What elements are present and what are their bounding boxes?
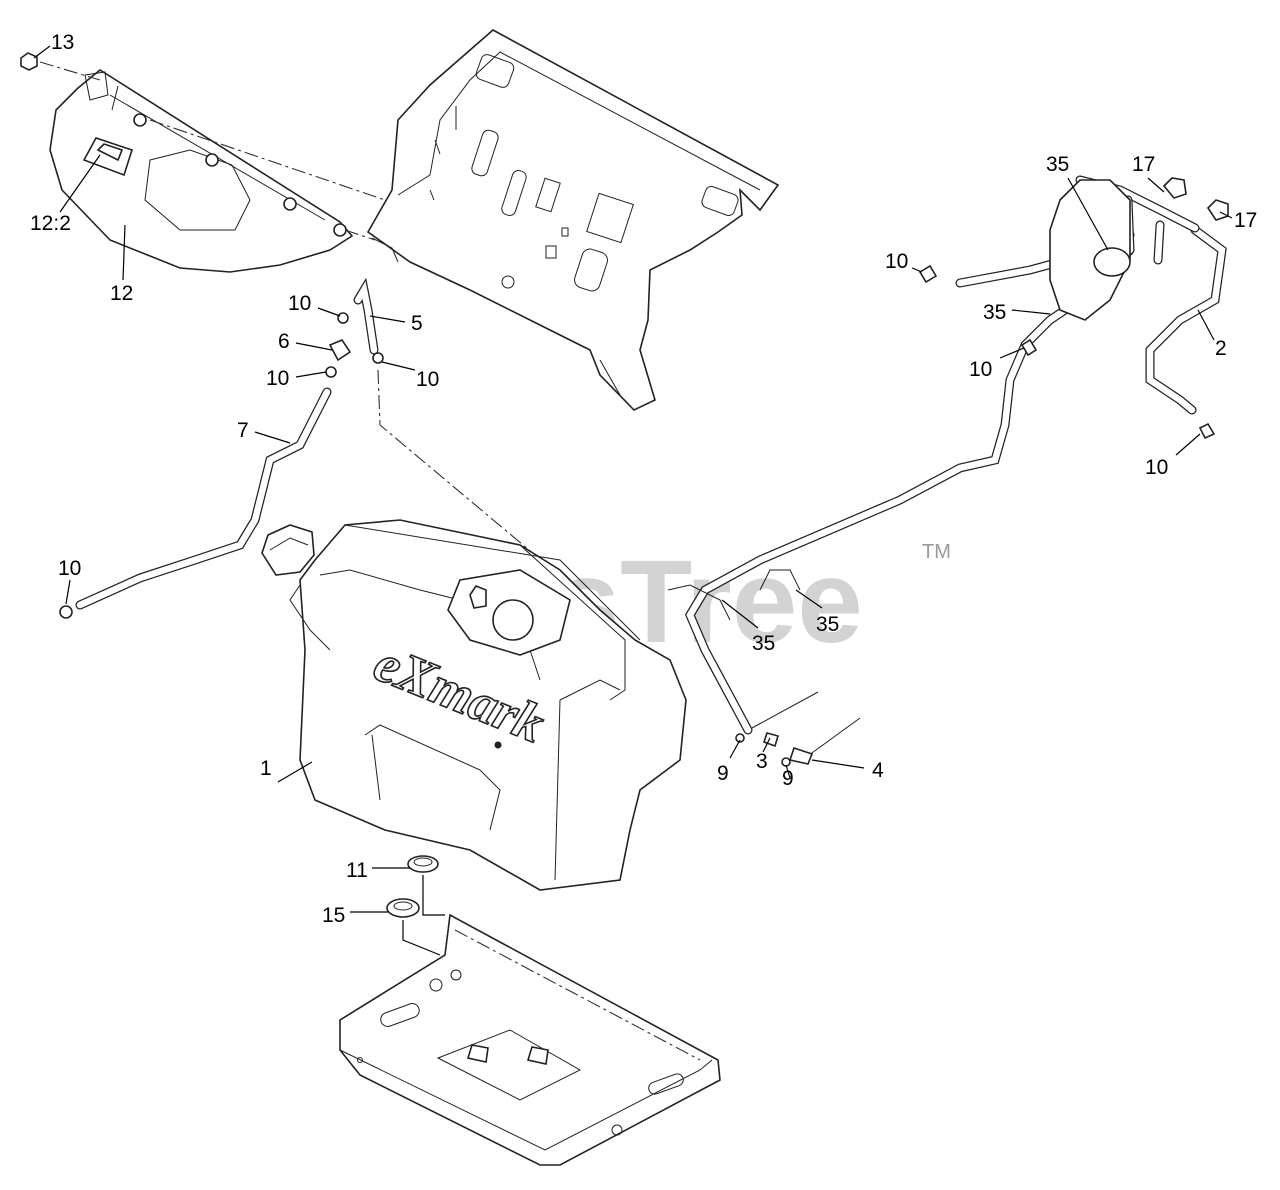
callout-3: 3 [756, 750, 768, 773]
callout-10: 10 [266, 367, 289, 390]
callout-4: 4 [872, 759, 884, 782]
callout-12: 12 [110, 282, 133, 305]
bolt-part-13 [20, 52, 38, 71]
callout-1: 1 [260, 757, 272, 780]
callout-7: 7 [237, 419, 249, 442]
callout-10: 10 [416, 368, 439, 391]
callout-10: 10 [969, 358, 992, 381]
callout-10: 10 [58, 557, 81, 580]
callout-12-2: 12:2 [30, 212, 71, 235]
grommet-part-15 [386, 898, 420, 918]
watermark-trademark: TM [922, 541, 951, 563]
fuel-tank-part-1: eXmark [261, 519, 687, 891]
callout-11: 11 [346, 859, 368, 882]
callout-35: 35 [1046, 153, 1069, 176]
callout-9: 9 [782, 767, 794, 790]
callout-15: 15 [322, 904, 345, 927]
grommet-part-11 [407, 855, 439, 873]
callout-17: 17 [1234, 209, 1257, 232]
callout-10: 10 [288, 292, 311, 315]
callout-35: 35 [752, 632, 775, 655]
callout-labels: 13 12:2 12 10 5 6 10 10 7 10 1 11 15 35 … [30, 31, 1257, 927]
callout-10: 10 [1145, 456, 1168, 479]
callout-17: 17 [1132, 153, 1155, 176]
lower-support-plate [339, 913, 721, 1166]
callout-10: 10 [885, 250, 908, 273]
upper-frame-panel [366, 29, 780, 411]
console-cover-part-12 [49, 69, 354, 273]
callout-35: 35 [983, 301, 1006, 324]
callout-2: 2 [1215, 337, 1227, 360]
callout-35: 35 [816, 613, 839, 636]
callout-13: 13 [51, 31, 74, 54]
fuel-hose-system [667, 175, 1229, 767]
leader-lines [33, 45, 1233, 913]
callout-6: 6 [278, 330, 290, 353]
callout-9: 9 [717, 762, 729, 785]
callout-5: 5 [411, 312, 423, 335]
vent-hose-assembly [59, 277, 384, 619]
